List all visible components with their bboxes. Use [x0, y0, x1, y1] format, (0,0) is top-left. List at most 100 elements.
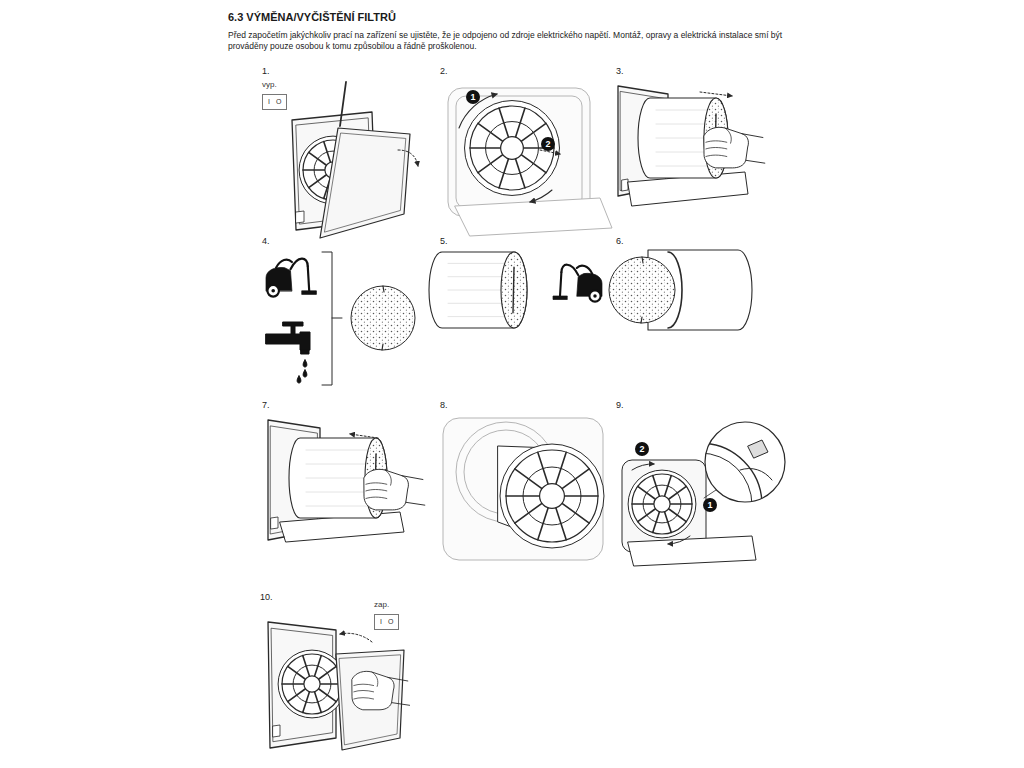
step-number: 9.: [616, 400, 624, 410]
tap-icon: [301, 350, 309, 354]
front-cover: [325, 133, 406, 232]
grille: [562, 469, 589, 489]
step-7: [268, 420, 425, 542]
shading: [656, 124, 712, 125]
callout-number: 2: [635, 442, 649, 456]
water-drop: [297, 376, 301, 383]
hand: [706, 128, 731, 157]
grille: [538, 452, 548, 484]
grille: [315, 655, 322, 676]
callout-circle: [635, 442, 649, 456]
grille: [538, 508, 548, 540]
grille: [282, 654, 342, 714]
foam-filter: [501, 252, 527, 328]
vacuum-icon: [561, 265, 578, 275]
vacuum-icon: [553, 265, 602, 302]
motion-arrow: [350, 434, 378, 438]
shading: [656, 166, 712, 167]
front-cover: [455, 198, 612, 236]
grille: [506, 450, 598, 542]
step-number: 1.: [262, 66, 270, 76]
step-10: [268, 622, 410, 750]
shading: [448, 263, 510, 264]
grille: [516, 108, 525, 137]
grille: [556, 508, 566, 540]
shading: [306, 492, 372, 493]
grille: [500, 444, 604, 548]
grille: [515, 503, 542, 523]
detail-line: [760, 488, 780, 500]
step-number: 7.: [262, 400, 270, 410]
filter-cylinder: [429, 252, 527, 328]
arm: [402, 476, 425, 505]
grille: [638, 486, 656, 499]
filter-notch: [642, 257, 643, 263]
indicator: [273, 725, 280, 737]
callout-number: 1: [703, 498, 717, 512]
latch-tab: [748, 440, 768, 458]
grille: [670, 503, 692, 505]
callout-number: 2: [541, 137, 555, 151]
grille: [521, 123, 546, 141]
grille: [521, 155, 546, 173]
grille: [515, 469, 542, 489]
shading: [306, 450, 372, 451]
fan-housing: [448, 88, 590, 216]
vacuum-icon: [589, 290, 600, 301]
grille: [303, 692, 310, 713]
switch-box: IO: [262, 94, 287, 110]
vacuum-icon: [560, 272, 561, 296]
vacuum-icon: [553, 296, 567, 300]
shading: [448, 276, 510, 277]
water-drop: [303, 360, 307, 367]
indicator: [271, 517, 278, 529]
grille: [632, 474, 692, 534]
motion-arrow: [700, 92, 732, 96]
tap-icon: [266, 332, 310, 350]
vacuum-icon: [271, 289, 275, 293]
section-title: 6.3 VÝMĚNA/VYČIŠTĚNÍ FILTRŮ: [228, 11, 396, 23]
arm: [388, 677, 410, 705]
grille: [665, 512, 672, 533]
grille-rim: [638, 443, 762, 567]
grille: [303, 655, 310, 676]
screwdriver: [340, 82, 346, 126]
motion-arrow: [340, 633, 372, 642]
grille: [499, 108, 508, 137]
switch-symbol: I: [380, 618, 382, 626]
grille: [516, 159, 525, 188]
vacuum-icon: [266, 259, 316, 297]
front-cover: [320, 128, 410, 238]
filter-slit: [513, 267, 514, 313]
step-9: [622, 422, 785, 567]
grille: [304, 676, 320, 692]
callout-circle: [541, 137, 555, 151]
callout-number: 2: [635, 442, 649, 456]
grille: [309, 152, 327, 165]
rotate-arrow: [668, 536, 690, 544]
grille: [653, 512, 660, 533]
shading: [448, 316, 510, 317]
switch-box: IO: [374, 614, 399, 630]
grille: [628, 470, 696, 538]
grille: [319, 689, 337, 702]
vacuum-icon: [308, 266, 309, 290]
grille: [653, 475, 660, 496]
vacuum-icon: [276, 260, 292, 268]
shading: [306, 464, 372, 465]
filter-notch: [382, 344, 383, 350]
grille: [324, 141, 331, 162]
switch-state: vyp.: [262, 80, 287, 89]
switch-symbol: O: [388, 618, 393, 626]
grille: [288, 666, 306, 679]
latch-tab: [740, 468, 772, 480]
grille: [499, 159, 508, 188]
bracket: [322, 252, 332, 385]
foam-filter: [351, 286, 415, 350]
step-number: 4.: [262, 236, 270, 246]
grille: [638, 509, 656, 522]
filter-notch: [641, 317, 642, 323]
switch-state: zap.: [374, 600, 399, 609]
